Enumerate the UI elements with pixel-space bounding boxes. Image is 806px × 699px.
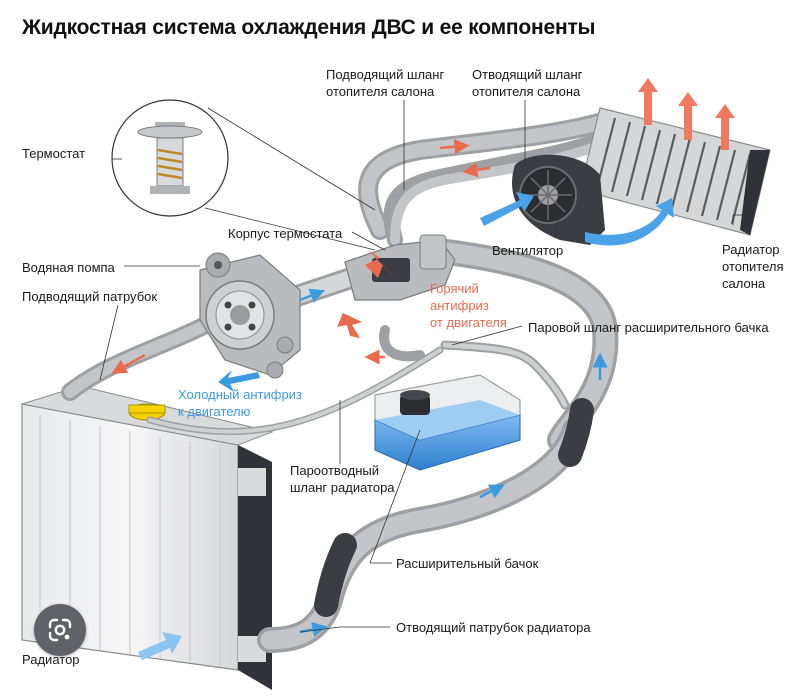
label-inlet-pipe: Подводящий патрубок — [22, 289, 158, 304]
warm-air-arrows — [638, 78, 735, 150]
heater-fan — [512, 154, 605, 245]
label-water-pump: Водяная помпа — [22, 260, 115, 275]
label-fan: Вентилятор — [492, 243, 564, 258]
label-line: Пароотводный — [290, 463, 380, 478]
leader-lines — [99, 100, 748, 633]
google-lens-button[interactable] — [34, 604, 86, 656]
label-line: салона — [722, 276, 766, 291]
label-radiator-outlet: Отводящий патрубок радиатора — [396, 620, 591, 635]
label-line: Горячий — [430, 281, 479, 296]
label-hot-antifreeze: Горячий антифриз от двигателя — [430, 280, 507, 331]
flow-arrows — [111, 139, 608, 637]
water-pump — [199, 252, 301, 379]
hot-arrows — [337, 250, 400, 338]
label-thermostat-housing: Корпус термостата — [228, 226, 343, 241]
thermostat-inset — [111, 99, 376, 251]
label-radiator-vapor-hose: Пароотводный шланг радиатора — [290, 462, 395, 496]
label-line: Радиатор — [722, 242, 780, 257]
label-line: к двигателю — [178, 404, 251, 419]
label-expansion-vapor-hose: Паровой шланг расширительного бачка — [528, 320, 769, 335]
label-line: отопителя — [722, 259, 784, 274]
label-expansion-tank: Расширительный бачок — [396, 556, 539, 571]
label-line: Отводящий шланг — [472, 67, 583, 82]
label-line: Подводящий шланг — [326, 67, 445, 82]
label-line: отопителя салона — [472, 84, 581, 99]
page-title: Жидкостная система охлаждения ДВС и ее к… — [22, 16, 596, 39]
expansion-tank — [374, 374, 521, 471]
label-outlet-heater-hose: Отводящий шланг отопителя салона — [472, 66, 582, 100]
google-lens-icon — [48, 618, 72, 642]
label-line: шланг радиатора — [290, 480, 395, 495]
cold-arrow-pump — [218, 370, 260, 392]
label-line: от двигателя — [430, 315, 507, 330]
air-out-arrow — [585, 198, 674, 246]
label-thermostat: Термостат — [22, 146, 86, 161]
label-line: Холодный антифриз — [178, 387, 302, 402]
label-inlet-heater-hose: Подводящий шланг отопителя салона — [326, 66, 444, 100]
label-radiator: Радиатор — [22, 652, 80, 667]
air-in-arrow — [480, 192, 534, 226]
hoses — [61, 110, 620, 653]
label-cold-antifreeze: Холодный антифриз к двигателю — [178, 386, 302, 420]
label-line: антифриз — [430, 298, 489, 313]
label-heater-radiator: Радиатор отопителя салона — [722, 241, 784, 292]
heater-radiator — [579, 107, 771, 236]
air-in-radiator-arrow — [138, 632, 182, 660]
label-line: отопителя салона — [326, 84, 435, 99]
